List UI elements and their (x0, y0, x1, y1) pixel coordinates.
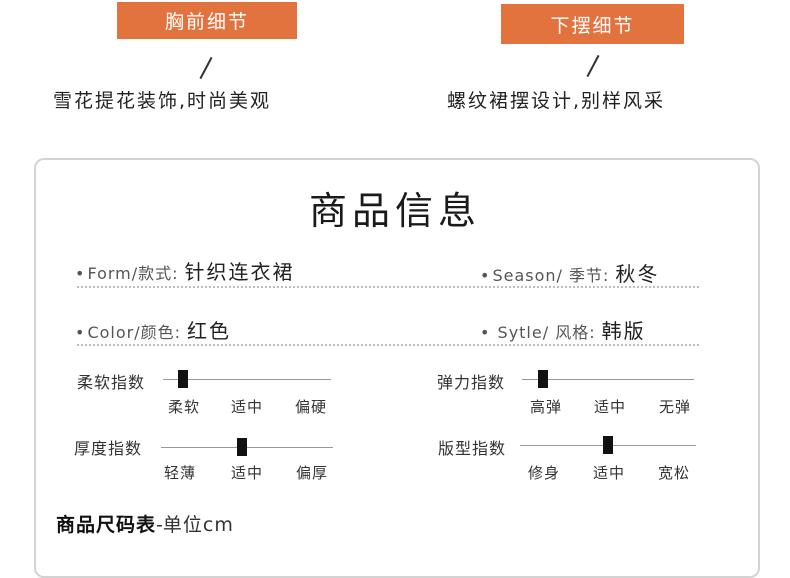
elasticity-tick-1: 高弹 (529, 398, 563, 416)
attr-style-value: 韩版 (601, 319, 646, 343)
size-chart-dash: - (156, 514, 163, 536)
product-info-title: 商品信息 (308, 189, 481, 233)
softness-tick-2: 适中 (230, 398, 264, 416)
thickness-scale-label: 厚度指数 (74, 439, 143, 458)
attr-season: •Season/ 季节: 秋冬 (480, 258, 659, 287)
fit-tick-3: 宽松 (657, 464, 691, 482)
chest-detail-caption: 雪花提花装饰,时尚美观 (53, 90, 272, 112)
thickness-scale-track (161, 447, 333, 448)
softness-tick-3: 偏硬 (294, 398, 328, 416)
attr-color-value: 红色 (187, 319, 231, 343)
dotted-divider (77, 344, 699, 346)
fit-scale-marker (603, 436, 613, 454)
attr-form-label: Form/款式: (87, 264, 179, 283)
elasticity-scale-track (522, 379, 694, 380)
bullet-dot: • (480, 323, 495, 342)
size-chart-heading: 商品尺码表-单位cm (56, 510, 234, 537)
fit-scale-label: 版型指数 (438, 439, 507, 458)
attr-form: •Form/款式: 针织连衣裙 (75, 256, 295, 285)
fit-tick-1: 修身 (527, 464, 561, 482)
chest-detail-tag: 胸前细节 (117, 2, 297, 39)
thickness-tick-3: 偏厚 (295, 464, 329, 482)
slash-divider (199, 56, 213, 80)
thickness-tick-2: 适中 (230, 464, 264, 482)
bullet-dot: • (480, 266, 490, 285)
bullet-dot: • (75, 323, 85, 342)
elasticity-scale-marker (537, 370, 548, 388)
bullet-dot: • (75, 264, 85, 283)
elasticity-tick-3: 无弹 (658, 398, 692, 416)
size-chart-unit: 单位cm (162, 514, 234, 536)
thickness-scale-marker (236, 438, 247, 456)
attr-style: • Sytle/ 风格: 韩版 (480, 315, 646, 344)
elasticity-tick-2: 适中 (593, 398, 627, 416)
attr-season-value: 秋冬 (615, 262, 660, 286)
thickness-tick-1: 轻薄 (163, 464, 197, 482)
attr-color-label: Color/颜色: (87, 323, 181, 342)
fit-tick-2: 适中 (592, 464, 626, 482)
elasticity-scale-label: 弹力指数 (437, 373, 506, 392)
attr-style-label: Sytle/ 风格: (497, 323, 596, 342)
slash-divider (586, 54, 600, 78)
attr-season-label: Season/ 季节: (492, 266, 610, 285)
attr-form-value: 针织连衣裙 (184, 260, 295, 284)
attr-color: •Color/颜色: 红色 (75, 315, 231, 344)
softness-scale-marker (178, 370, 189, 388)
hem-detail-caption: 螺纹裙摆设计,别样风采 (447, 90, 666, 112)
dotted-divider (77, 286, 699, 288)
softness-scale-label: 柔软指数 (77, 373, 146, 392)
softness-scale-track (163, 379, 331, 380)
softness-tick-1: 柔软 (167, 398, 201, 416)
hem-detail-tag: 下摆细节 (501, 4, 684, 44)
size-chart-title: 商品尺码表 (56, 514, 157, 536)
